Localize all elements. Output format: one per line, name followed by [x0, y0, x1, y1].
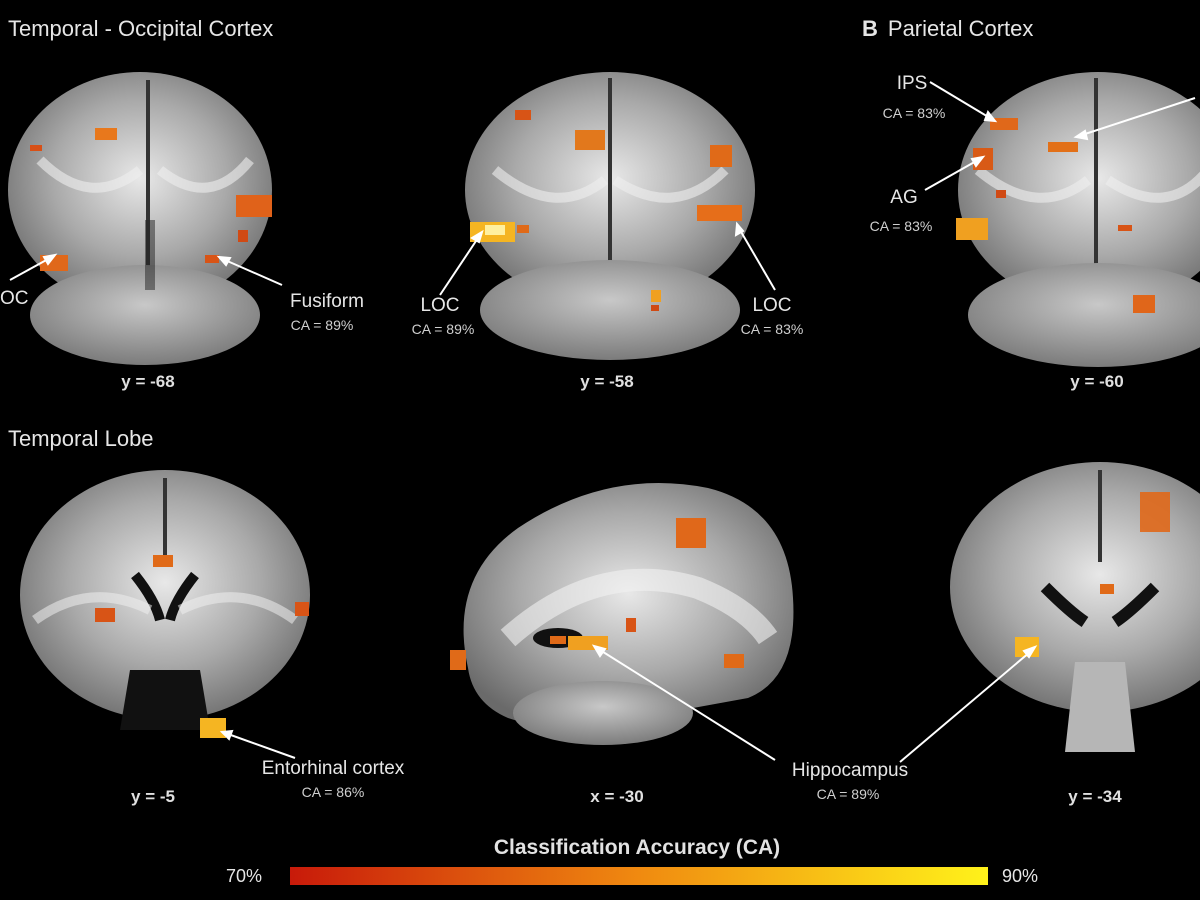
label-ag-ca: CA = 83%: [869, 218, 933, 234]
label-ag: AG: [890, 187, 918, 208]
panel-b-title: B Parietal Cortex: [862, 16, 1033, 42]
label-loc-partial: OC: [0, 288, 29, 309]
label-ips: IPS: [896, 73, 928, 94]
brain-slice-coronal-4: [20, 470, 310, 738]
label-entorhinal: Entorhinal cortex: [261, 758, 405, 779]
label-entorhinal-ca: CA = 86%: [301, 784, 365, 800]
label-loc-1-ca: CA = 89%: [411, 321, 475, 337]
coord-slice-6: y = -34: [1068, 787, 1122, 806]
label-ips-ca: CA = 83%: [882, 105, 946, 121]
label-hippocampus-ca: CA = 89%: [816, 786, 880, 802]
brain-slice-coronal-5: [950, 462, 1200, 752]
panel-c-title: Temporal Lobe: [8, 426, 154, 451]
scale-max-label: 90%: [1002, 866, 1039, 886]
label-loc-2-ca: CA = 83%: [740, 321, 804, 337]
brain-slice-coronal-3: [956, 72, 1200, 367]
coord-slice-3: y = -60: [1070, 372, 1124, 391]
label-loc-1: LOC: [420, 295, 460, 316]
scale-title: Classification Accuracy (CA): [493, 836, 781, 859]
brain-slice-coronal-1: [8, 72, 272, 365]
panel-b-title-text: Parietal Cortex: [887, 16, 1034, 41]
label-fusiform-ca: CA = 89%: [290, 317, 354, 333]
label-fusiform: Fusiform: [290, 291, 364, 312]
panel-a-title: Temporal - Occipital Cortex: [8, 16, 274, 41]
label-loc-2: LOC: [752, 295, 792, 316]
coord-slice-4: y = -5: [131, 787, 175, 806]
scale-min-label: 70%: [226, 866, 263, 886]
brain-slice-coronal-2: [465, 72, 755, 360]
coord-slice-1: y = -68: [121, 372, 175, 391]
label-hippocampus: Hippocampus: [791, 760, 909, 781]
brain-slice-sagittal: [450, 483, 794, 745]
coord-slice-5: x = -30: [590, 787, 644, 806]
coord-slice-2: y = -58: [580, 372, 634, 391]
panel-b-letter: B: [862, 16, 878, 41]
color-scale-bar: [290, 867, 988, 885]
